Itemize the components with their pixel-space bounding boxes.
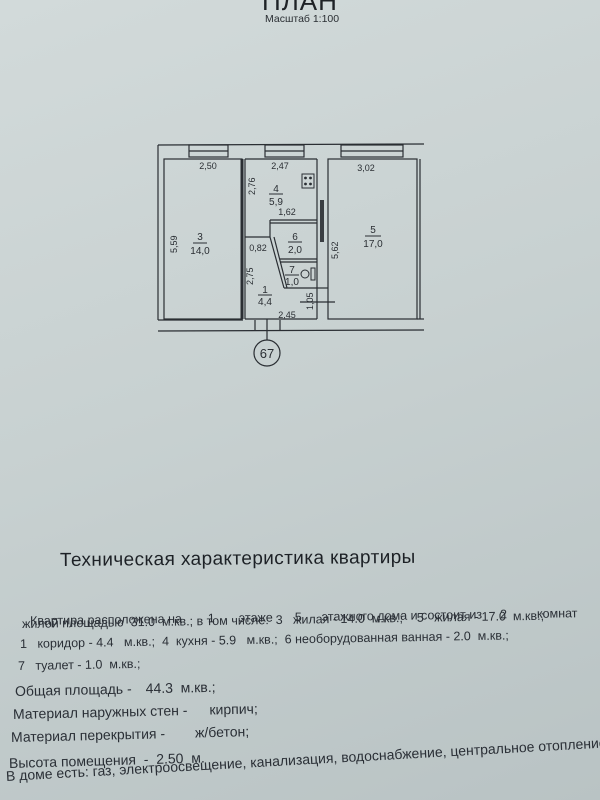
- room-5-area: 17,0: [363, 239, 383, 250]
- room-6-area: 2,0: [288, 245, 302, 256]
- spec-label: Материал перекрытия -: [10, 725, 166, 745]
- room-3-number: 3: [197, 232, 203, 243]
- spec-line-walls: Материал наружных стен - кирпич;: [13, 700, 258, 722]
- spec-label: Общая площадь -: [14, 680, 132, 699]
- spec-heading: Техническая характеристика квартиры: [59, 546, 416, 571]
- room-3-area: 14,0: [190, 246, 210, 257]
- dim-3-02: 3,02: [357, 163, 375, 173]
- dim-2-75: 2,75: [245, 267, 255, 285]
- spec-line-floors: Материал перекрытия - ж/бетон;: [11, 723, 250, 745]
- room-1-area: 4,4: [258, 297, 272, 308]
- room-7-number: 7: [289, 265, 295, 276]
- plan-title: ПЛАН: [262, 0, 338, 16]
- apartment-number-circle: [253, 339, 281, 367]
- dim-2-50: 2,50: [199, 161, 217, 171]
- spec-label: Материал наружных стен -: [12, 702, 188, 722]
- dim-5-59: 5,59: [169, 235, 179, 253]
- dim-1-62: 1,62: [278, 207, 296, 217]
- dim-1-05: 1,05: [305, 292, 315, 310]
- ventilation-shaft-icon: [320, 200, 324, 242]
- toilet-icon: [300, 267, 316, 281]
- spec-wall-material: кирпич;: [209, 700, 258, 718]
- spec-floor-material: ж/бетон;: [194, 723, 250, 741]
- spec-line-total-area: Общая площадь - 44.3 м.кв.;: [15, 679, 216, 699]
- room-4-number: 4: [273, 184, 279, 195]
- spec-total-area: 44.3 м.кв.;: [145, 678, 216, 697]
- room-labels: 3 14,0 4 5,9 5 17,0 6 2,0 7 1,0 1 4,4: [190, 184, 383, 308]
- apartment-number: 67: [260, 346, 274, 361]
- floor-plan: 3 14,0 4 5,9 5 17,0 6 2,0 7 1,0 1 4,4 2,…: [157, 143, 425, 367]
- dim-2-76: 2,76: [247, 177, 257, 195]
- room-1-number: 1: [262, 285, 268, 296]
- spec-line-toilet: 7 туалет - 1.0 м.кв.;: [17, 656, 141, 673]
- dimension-labels: 2,50 2,47 3,02 2,76 1,62 5,59 0,82 5,62 …: [169, 161, 375, 320]
- dim-5-62: 5,62: [330, 241, 340, 259]
- dim-2-45: 2,45: [278, 310, 296, 320]
- spec-line-areas: 1 коридор - 4.4 м.кв.; 4 кухня - 5.9 м.к…: [19, 628, 509, 651]
- dim-0-82: 0,82: [249, 243, 267, 253]
- stove-icon: [301, 173, 315, 189]
- dim-2-47: 2,47: [271, 161, 289, 171]
- walls: [157, 143, 425, 367]
- room-6-number: 6: [292, 232, 298, 243]
- room-7-area: 1,0: [285, 277, 299, 288]
- room-4-area: 5,9: [269, 197, 283, 208]
- plan-scale: Масштаб 1:100: [265, 13, 340, 25]
- room-5-number: 5: [370, 225, 376, 236]
